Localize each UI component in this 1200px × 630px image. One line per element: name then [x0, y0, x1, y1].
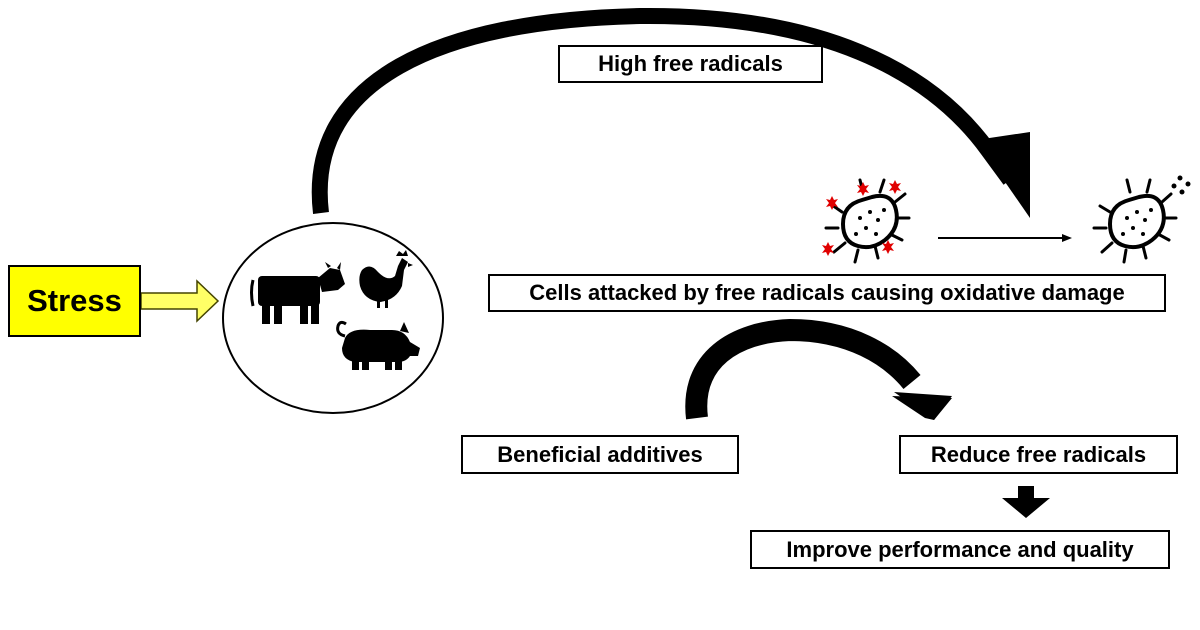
- bacteria-attacked-icon: [822, 178, 911, 264]
- down-arrow: [1002, 486, 1050, 518]
- damage-arrow: [938, 234, 1072, 242]
- stress-label: Stress: [8, 265, 141, 337]
- improve-performance-label: Improve performance and quality: [750, 530, 1170, 569]
- cow-icon: [250, 262, 345, 324]
- beneficial-additives-label: Beneficial additives: [461, 435, 739, 474]
- reduce-free-radicals-label: Reduce free radicals: [899, 435, 1178, 474]
- bacteria-damaged-icon: [1092, 175, 1191, 264]
- stress-arrow: [140, 279, 220, 323]
- free-radical-markers: [822, 180, 901, 256]
- chicken-icon: [359, 250, 413, 308]
- high-free-radicals-label: High free radicals: [558, 45, 823, 83]
- high-free-radicals-arrow: [311, 7, 1030, 218]
- pig-icon: [336, 320, 420, 370]
- additives-arrow: [685, 318, 952, 420]
- cells-attacked-label: Cells attacked by free radicals causing …: [488, 274, 1166, 312]
- animals-ellipse: [222, 222, 444, 414]
